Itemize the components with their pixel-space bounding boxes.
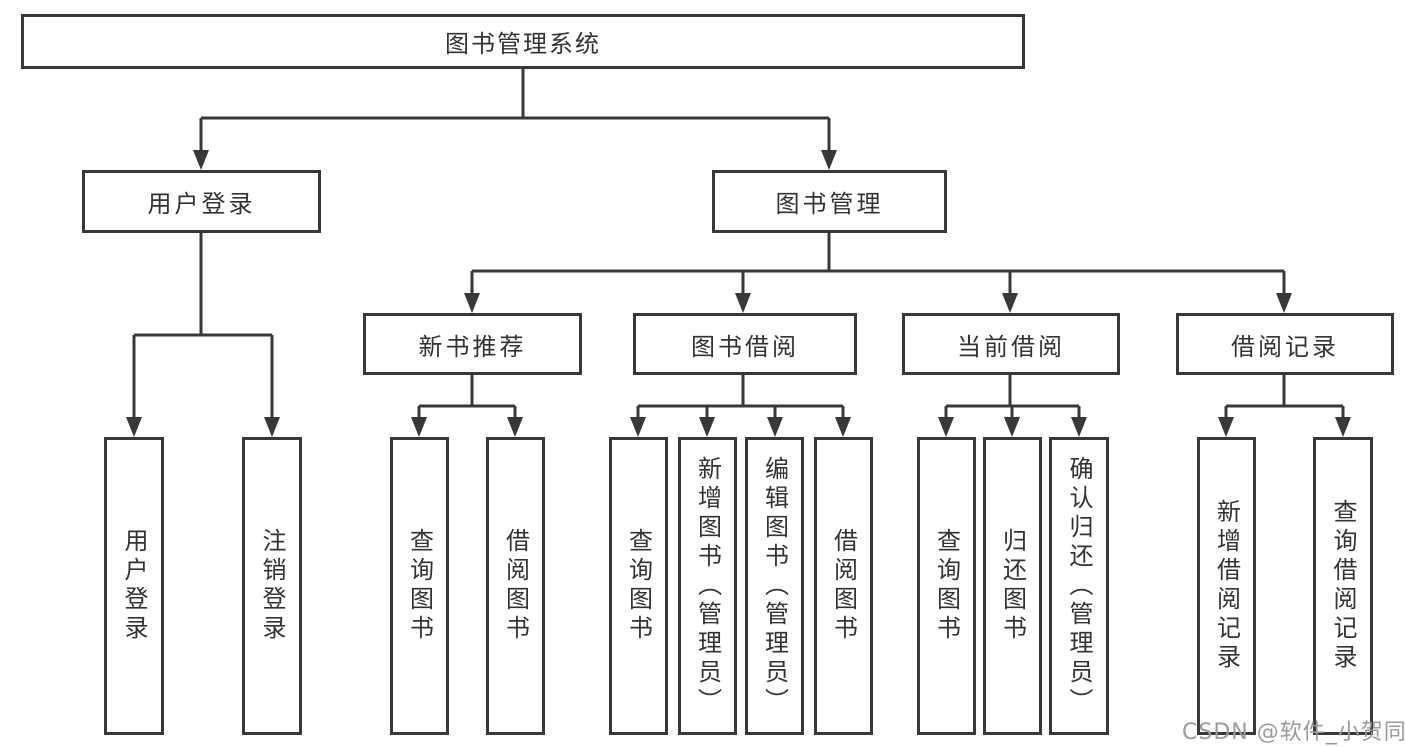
node-label: 当前借阅 [957, 332, 1065, 361]
node-label: 图书管理 [775, 190, 884, 218]
leaf-label: 新增借阅记录 [1212, 499, 1241, 673]
leaf-label: 确认归还（管理员） [1065, 455, 1093, 717]
leaf-label: 归还图书 [998, 528, 1027, 644]
node-label: 图书管理系统 [445, 30, 601, 58]
leaf-borrow-books: 借阅图书 [814, 437, 873, 735]
leaf-query-borrow-record: 查询借阅记录 [1313, 437, 1373, 735]
leaf-edit-books-admin: 编辑图书（管理员） [745, 437, 804, 735]
node-new-book-recommendation: 新书推荐 [363, 313, 582, 375]
csdn-watermark: CSDN @软件_小贺同学 [1182, 720, 1405, 745]
leaf-add-books-admin: 新增图书（管理员） [678, 437, 737, 735]
node-label: 用户登录 [147, 190, 256, 218]
leaf-add-borrow-record: 新增借阅记录 [1197, 437, 1256, 735]
node-borrowing-records: 借阅记录 [1176, 313, 1394, 375]
leaf-recommend-query-books: 查询图书 [390, 437, 449, 735]
node-book-management: 图书管理 [712, 170, 947, 233]
leaf-label: 查询图书 [624, 528, 653, 644]
leaf-label: 编辑图书（管理员） [760, 455, 789, 717]
leaf-current-query-books: 查询图书 [917, 437, 976, 735]
leaf-confirm-return-admin: 确认归还（管理员） [1049, 437, 1109, 735]
node-current-borrowing: 当前借阅 [902, 313, 1120, 375]
node-book-borrowing: 图书借阅 [633, 313, 857, 375]
leaf-label: 用户登录 [120, 528, 148, 644]
leaf-label: 查询图书 [932, 528, 961, 644]
leaf-label: 注销登录 [258, 528, 286, 644]
leaf-borrow-query-books: 查询图书 [609, 437, 668, 735]
leaf-label: 新增图书（管理员） [693, 455, 722, 717]
leaf-user-login: 用户登录 [104, 437, 164, 735]
leaf-return-books: 归还图书 [983, 437, 1042, 735]
node-user-login: 用户登录 [82, 170, 321, 233]
leaf-label: 查询借阅记录 [1329, 499, 1357, 673]
node-label: 借阅记录 [1231, 332, 1339, 361]
node-library-management-system: 图书管理系统 [21, 14, 1025, 69]
leaf-label: 借阅图书 [501, 528, 530, 644]
leaf-label: 查询图书 [405, 528, 434, 644]
leaf-recommend-borrow-books: 借阅图书 [486, 437, 545, 735]
leaf-label: 借阅图书 [829, 528, 858, 644]
node-label: 新书推荐 [418, 332, 527, 361]
node-label: 图书借阅 [691, 332, 799, 361]
leaf-logout: 注销登录 [242, 437, 302, 735]
